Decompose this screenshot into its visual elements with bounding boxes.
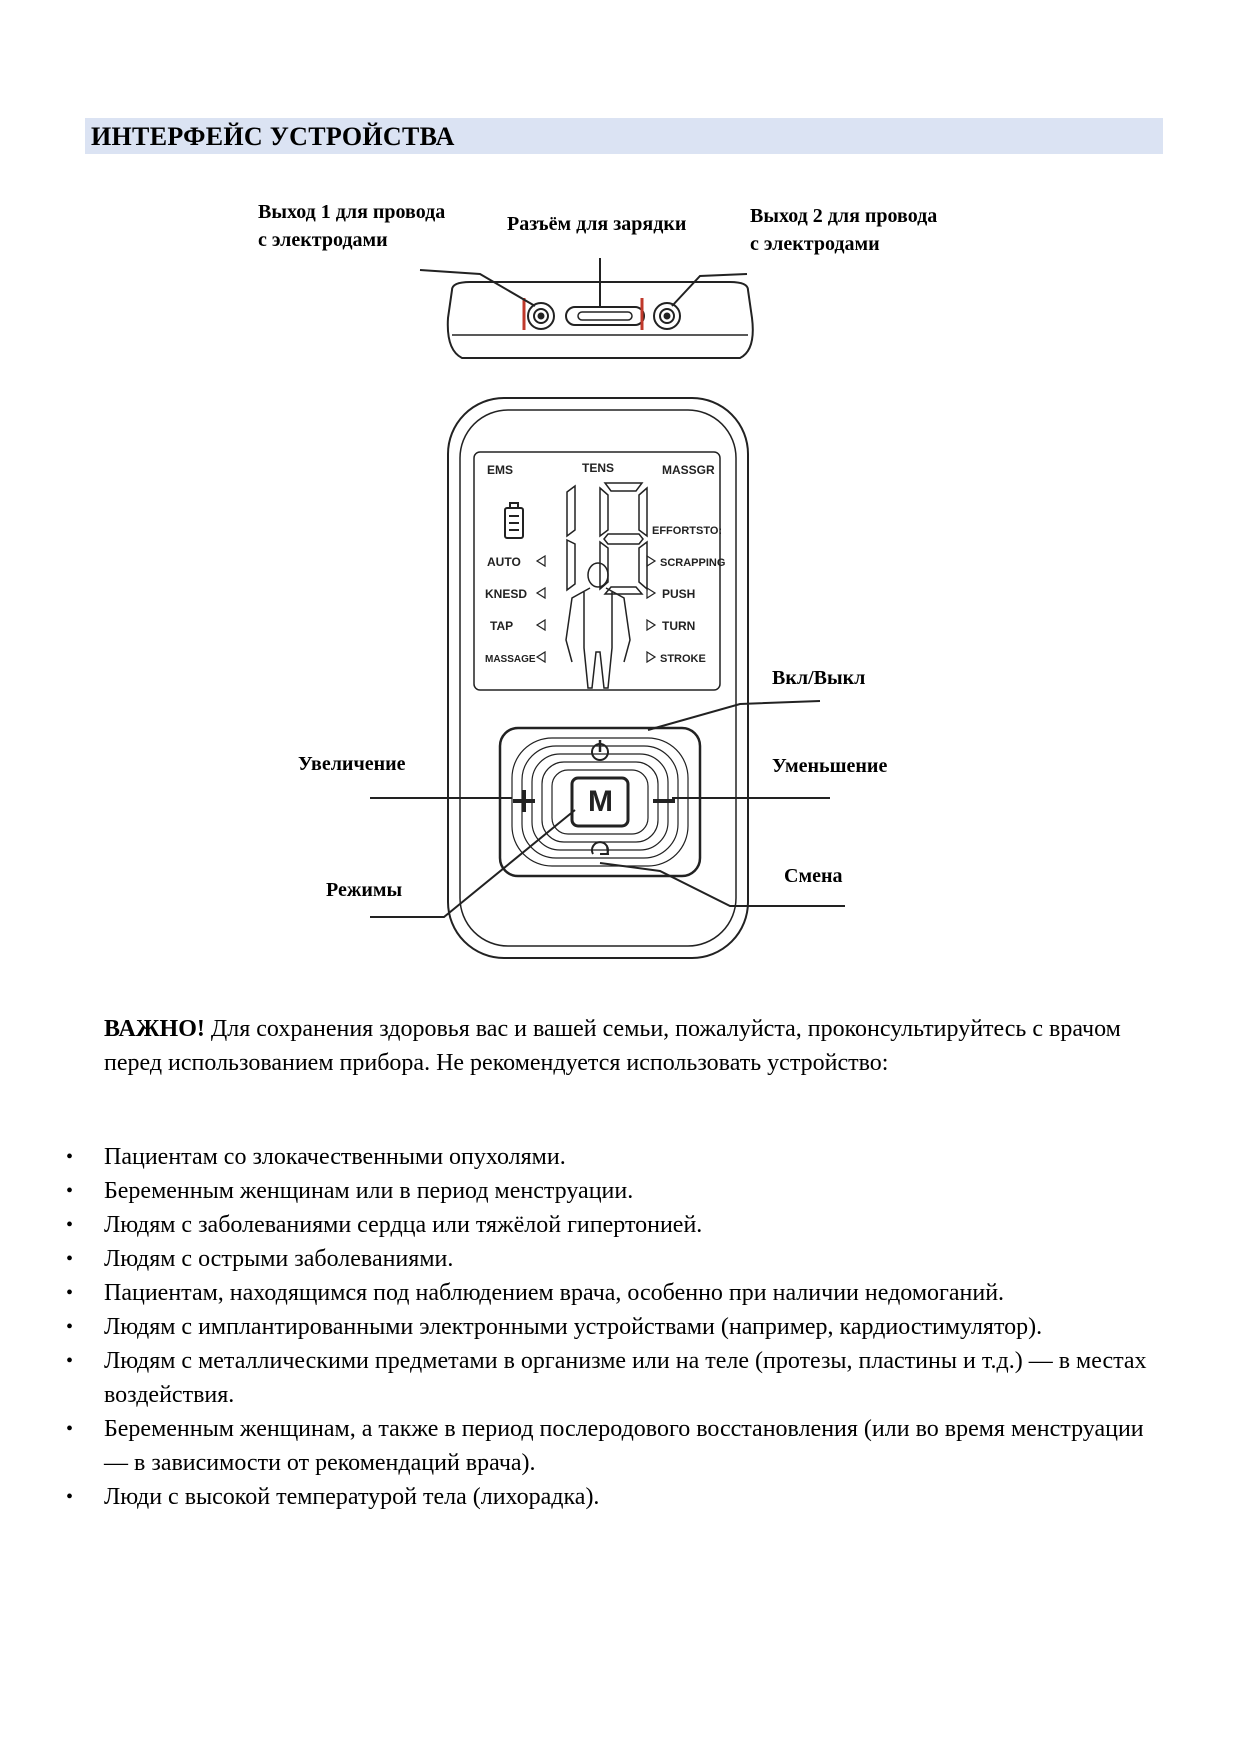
mode-turn: TURN: [662, 619, 695, 633]
list-item: •Людям с металлическими предметами в орг…: [0, 1344, 1164, 1412]
bullet-icon: •: [66, 1486, 74, 1508]
mode-m-button-label: M: [588, 785, 613, 818]
section-header: ИНТЕРФЕЙС УСТРОЙСТВА: [85, 118, 1163, 154]
display-massgr-label: MASSGR: [662, 463, 715, 477]
callout-change: Смена: [784, 865, 843, 887]
list-item: •Беременным женщинам, а также в период п…: [0, 1412, 1164, 1480]
bullet-icon: •: [66, 1146, 74, 1168]
callout-modes: Режимы: [326, 879, 403, 901]
list-item: •Беременным женщинам или в период менстр…: [0, 1174, 1164, 1208]
mode-stroke: STROKE: [660, 653, 706, 665]
display-effort-label: EFFORTSTO:: [652, 525, 722, 537]
bullet-icon: •: [66, 1350, 74, 1372]
mode-knesd: KNESD: [485, 587, 527, 601]
list-item: •Людям с острыми заболеваниями.: [0, 1242, 1164, 1276]
device-illustration: EMS TENS MASSGR EFFORTSTO: AUTO KNESD TA…: [370, 258, 845, 959]
bullet-icon: •: [66, 1316, 74, 1338]
list-item: •Пациентам со злокачественными опухолями…: [0, 1140, 1164, 1174]
list-item: •Пациентам, находящимся под наблюдением …: [0, 1276, 1164, 1310]
callout-charging-port: Разъём для зарядки: [507, 213, 687, 235]
list-item: •Людям с имплантированными электронными …: [0, 1310, 1164, 1344]
display-ems-label: EMS: [487, 463, 513, 477]
section-title: ИНТЕРФЕЙС УСТРОЙСТВА: [91, 122, 455, 151]
mode-scrapping: SCRAPPING: [660, 557, 725, 569]
bullet-icon: •: [66, 1282, 74, 1304]
mode-push: PUSH: [662, 587, 695, 601]
bullet-icon: •: [66, 1214, 74, 1236]
bullet-icon: •: [66, 1180, 74, 1202]
callout-output-1: Выход 1 для провода с электродами: [258, 201, 446, 251]
callout-decrease: Уменьшение: [772, 755, 888, 777]
contraindications-list: •Пациентам со злокачественными опухолями…: [0, 1140, 1240, 1514]
list-item: •Людям с заболеваниями сердца или тяжёло…: [0, 1208, 1164, 1242]
important-lead: ВАЖНО!: [104, 1016, 205, 1042]
list-item: •Люди с высокой температурой тела (лихор…: [0, 1480, 1164, 1514]
mode-auto: AUTO: [487, 555, 521, 569]
mode-massage: MASSAGE: [485, 654, 536, 665]
bullet-icon: •: [66, 1248, 74, 1270]
display-tens-label: TENS: [582, 461, 614, 475]
device-diagram: EMS TENS MASSGR EFFORTSTO: AUTO KNESD TA…: [0, 190, 1240, 970]
important-text: Для сохранения здоровья вас и вашей семь…: [104, 1016, 1121, 1076]
callout-output-2: Выход 2 для провода с электродами: [750, 205, 938, 255]
mode-tap: TAP: [490, 619, 513, 633]
callout-power: Вкл/Выкл: [772, 667, 866, 689]
callout-increase: Увеличение: [298, 753, 406, 775]
important-notice: ВАЖНО! Для сохранения здоровья вас и ваш…: [104, 1012, 1164, 1080]
bullet-icon: •: [66, 1418, 74, 1440]
